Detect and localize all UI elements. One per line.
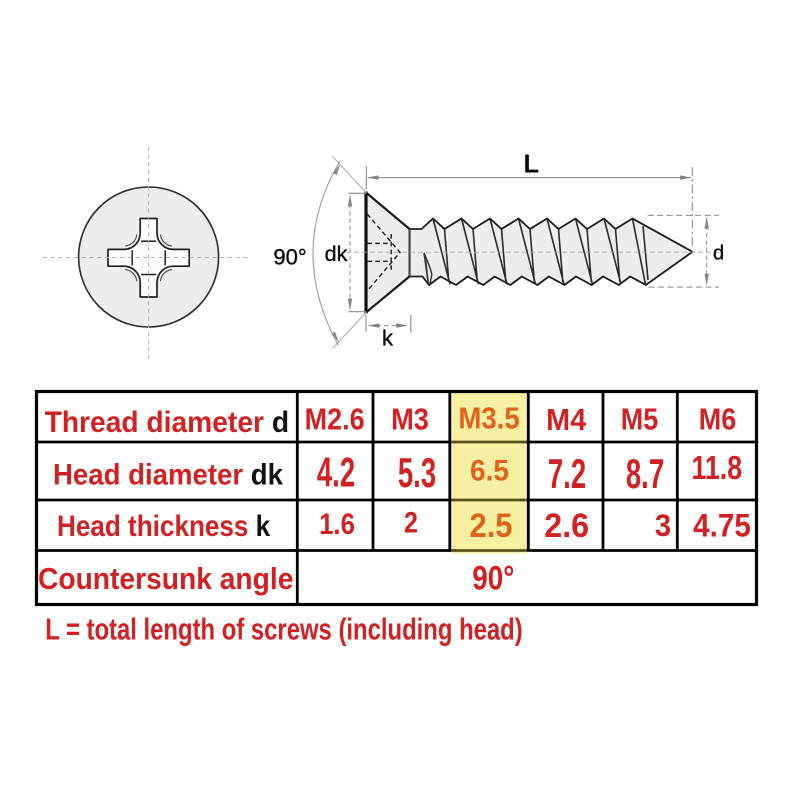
svg-text:4.75: 4.75 [693, 507, 751, 543]
svg-text:M4: M4 [546, 403, 586, 437]
svg-text:Thread diameter d: Thread diameter d [45, 406, 289, 439]
svg-text:5.3: 5.3 [398, 450, 436, 496]
svg-text:L: L [524, 151, 540, 179]
svg-text:M3: M3 [391, 403, 429, 437]
svg-text:dk: dk [325, 242, 348, 266]
svg-text:M6: M6 [699, 403, 736, 437]
svg-text:L = total length of screws (in: L = total length of screws (including he… [45, 611, 523, 646]
svg-text:M2.6: M2.6 [305, 403, 365, 437]
svg-text:2.5: 2.5 [469, 507, 512, 545]
svg-text:7.2: 7.2 [548, 451, 586, 497]
svg-text:k: k [382, 326, 394, 351]
svg-text:90°: 90° [273, 245, 306, 270]
svg-text:M5: M5 [621, 403, 658, 437]
svg-text:1.6: 1.6 [319, 507, 355, 540]
svg-text:11.8: 11.8 [691, 450, 742, 486]
svg-text:Head thickness k: Head thickness k [57, 509, 271, 542]
svg-text:M3.5: M3.5 [458, 401, 519, 436]
svg-text:Countersunk angle: Countersunk angle [38, 562, 293, 597]
svg-text:2: 2 [404, 506, 418, 539]
svg-text:4.2: 4.2 [317, 450, 355, 496]
svg-text:Head diameter dk: Head diameter dk [53, 458, 284, 491]
svg-text:d: d [713, 243, 724, 265]
svg-text:8.7: 8.7 [626, 451, 664, 497]
svg-text:2.6: 2.6 [544, 507, 589, 545]
svg-text:3: 3 [655, 508, 671, 543]
svg-text:90°: 90° [472, 559, 514, 597]
svg-text:6.5: 6.5 [470, 455, 509, 488]
